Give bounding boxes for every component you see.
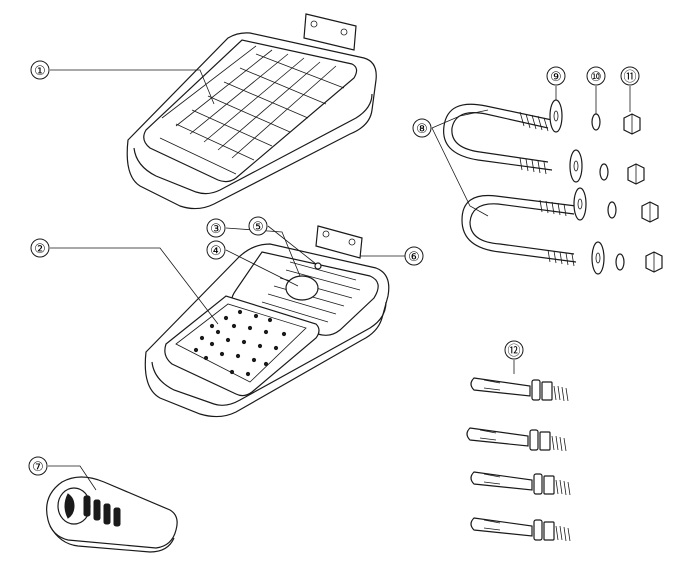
- motion-sensor-lens: [285, 275, 319, 301]
- leader-lines: [48, 69, 631, 491]
- solar-light-top-unit: [126, 13, 377, 210]
- svg-text:⑪: ⑪: [623, 70, 636, 85]
- lock-washers: [591, 113, 625, 271]
- callout-5: ⑤: [248, 216, 268, 236]
- anchor-bolt: [470, 377, 569, 402]
- svg-text:①: ①: [34, 64, 46, 79]
- svg-text:⑩: ⑩: [590, 70, 602, 85]
- hex-nuts: [623, 113, 663, 273]
- solar-light-sensor-unit: [144, 225, 390, 418]
- callout-3: ③: [206, 218, 226, 238]
- callout-1: ①: [30, 60, 50, 80]
- svg-text:⑫: ⑫: [507, 344, 520, 359]
- anchor-bolt: [470, 517, 571, 542]
- svg-text:②: ②: [34, 242, 46, 257]
- callout-10: ⑩: [586, 66, 606, 86]
- svg-text:③: ③: [210, 222, 222, 237]
- callout-7: ⑦: [28, 456, 48, 476]
- svg-text:⑧: ⑧: [416, 122, 428, 137]
- solar-cell-grid: [159, 45, 345, 175]
- callout-11: ⑪: [620, 66, 640, 86]
- svg-text:⑦: ⑦: [32, 460, 44, 475]
- callout-12: ⑫: [504, 340, 524, 360]
- remote-control: [46, 476, 178, 553]
- light-sensor: [314, 262, 322, 270]
- svg-text:⑥: ⑥: [408, 250, 420, 265]
- svg-text:⑨: ⑨: [550, 70, 562, 85]
- callout-9: ⑨: [546, 66, 566, 86]
- u-bolt-thread-upper: [519, 111, 549, 175]
- expansion-anchors: [466, 377, 571, 542]
- led-array: [193, 309, 287, 377]
- svg-text:④: ④: [210, 244, 222, 259]
- u-bolt-set: [443, 99, 663, 275]
- callout-2: ②: [30, 238, 50, 258]
- callout-6: ⑥: [404, 246, 424, 266]
- callout-8: ⑧: [412, 118, 432, 138]
- flat-washers: [549, 99, 605, 275]
- callout-4: ④: [206, 240, 226, 260]
- u-bolt-thread-lower: [539, 199, 575, 267]
- svg-text:⑤: ⑤: [252, 220, 264, 235]
- anchor-bolt: [470, 471, 571, 496]
- anchor-bolt: [466, 427, 567, 452]
